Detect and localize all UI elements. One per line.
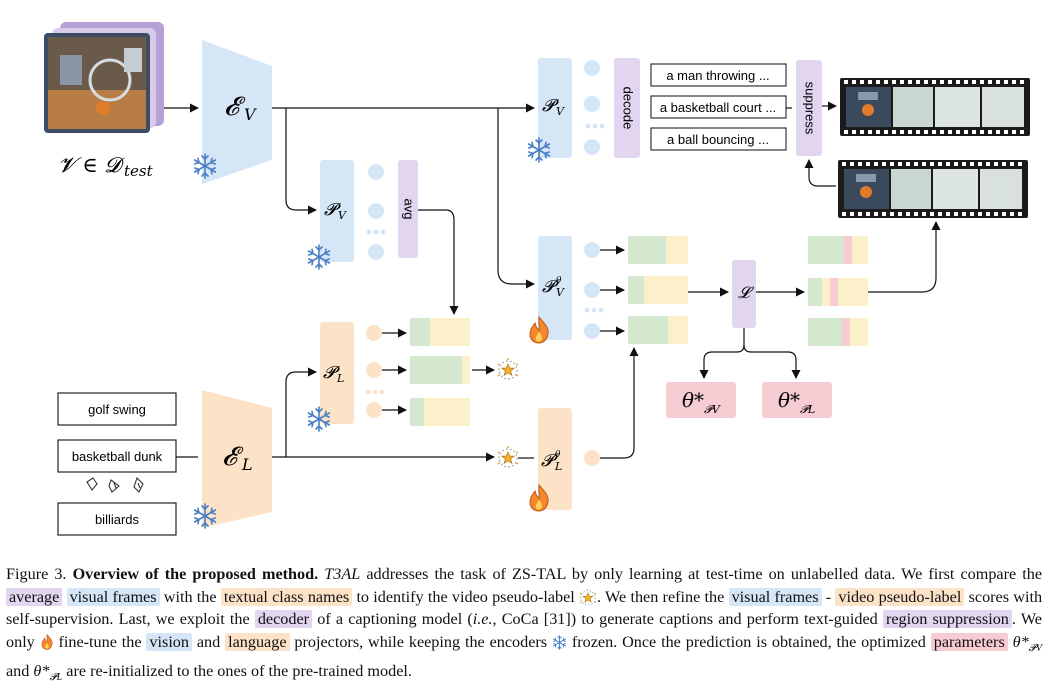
pv-theta-score-bar-3 [628,316,688,344]
svg-text:θ: θ [556,276,562,286]
pv-avg-embedding-dots [366,164,386,260]
caption-box-1: a man throwing ... [650,63,787,87]
video-pseudo-label-star-icon [497,357,519,380]
refined-score-bar-2 [808,278,868,306]
svg-text:billiards: billiards [95,512,140,527]
avg-operation: avg [398,160,418,258]
optimized-parameter-theta-pl: θ* 𝓟L [762,382,832,418]
caption-hl-region: region suppression [882,610,1012,628]
svg-text:avg: avg [402,199,417,220]
projector-pl: 𝓟 L [320,322,354,424]
projector-pv-decode: 𝓟 V [538,58,572,158]
svg-text:V: V [338,209,347,222]
caption-box-2: a basketball court ... [650,95,787,119]
svg-text:basketball dunk: basketball dunk [72,449,163,464]
caption-box-3: a ball bouncing ... [650,127,787,151]
svg-text:a man throwing ...: a man throwing ... [666,68,769,83]
svg-text:V: V [244,105,257,124]
svg-text:suppress: suppress [803,82,818,135]
video-encoder: 𝓔 V [202,40,272,184]
pv-decode-embedding-dots [584,60,605,155]
caption-hl-decoder: decoder [254,610,313,628]
caption-hl-vision: vision [146,632,192,651]
svg-text:θ*: θ* [778,388,800,412]
class-name-basketball-dunk: basketball dunk [57,439,177,473]
projector-pl-theta: 𝓟 L θ [538,408,572,510]
pv-theta-score-bar-1 [628,236,688,264]
pl-embedding-dots [365,325,385,418]
svg-text:𝓟V: 𝓟V [704,403,721,416]
caption-hl-parameters: parameters [930,632,1008,651]
svg-text:decode: decode [621,87,636,130]
input-video-label: 𝓥 ∈ 𝓓 test [58,153,154,180]
decode-operation: decode [614,58,640,158]
svg-text:test: test [124,162,154,180]
svg-text:L: L [554,460,562,473]
svg-text:V: V [556,286,565,299]
svg-text:𝓥 ∈ 𝓓: 𝓥 ∈ 𝓓 [58,153,125,177]
loss-operation: 𝓛 [732,260,756,328]
projector-pv-avg: 𝓟 V [320,160,354,262]
input-video-frames [44,22,164,133]
pv-theta-score-bar-2 [628,276,688,304]
caption-flame-icon [41,633,53,650]
svg-text:V: V [556,105,565,118]
output-filmstrip-top [840,78,1030,136]
svg-text:𝓟L: 𝓟L [800,403,815,416]
pl-theta-embedding-dot [584,450,600,466]
svg-text:a basketball court ...: a basketball court ... [660,100,776,115]
caption-hl-textual: textual class names [220,587,353,606]
refined-score-bar-1 [808,236,868,264]
class-name-golf-swing: golf swing [57,392,177,426]
pl-score-bar-3 [410,398,470,426]
caption-hl-visual-frames: visual frames [66,587,160,606]
svg-text:L: L [336,372,344,385]
output-filmstrip-bottom [838,160,1028,218]
figure-caption: Figure 3. Overview of the proposed metho… [6,565,1043,684]
pv-theta-embedding-dots [584,242,604,339]
svg-text:L: L [241,455,253,474]
caption-hl-visual-frames-2: visual frames [728,587,822,606]
pl-score-bar-1 [410,318,470,346]
svg-text:golf swing: golf swing [88,402,146,417]
language-encoder: 𝓔 L [202,390,272,528]
optimized-parameter-theta-pv: θ* 𝓟V [666,382,736,418]
more-classes-doodle-icons [86,476,144,493]
caption-hl-average: average [6,587,63,606]
caption-snowflake-icon [553,634,566,650]
caption-hl-language: language [225,632,290,651]
suppress-operation: suppress [796,60,822,156]
pl-score-bar-2 [410,356,470,384]
video-pseudo-label-star-input-icon [497,445,519,468]
svg-text:θ: θ [555,450,561,460]
refined-score-bar-3 [808,318,868,346]
flow-arrows [164,101,941,462]
class-name-billiards: billiards [57,502,177,536]
svg-text:θ*: θ* [682,388,704,412]
svg-text:a ball bouncing ...: a ball bouncing ... [667,132,769,147]
method-overview-diagram: 𝓥 ∈ 𝓓 test 𝓔 V 𝓔 L golf swing basketball… [44,22,1030,536]
caption-hl-video-pseudo: video pseudo-label [835,587,965,606]
caption-pseudo-label-star-icon [579,587,597,605]
projector-pv-theta: 𝓟 V θ [538,236,572,340]
